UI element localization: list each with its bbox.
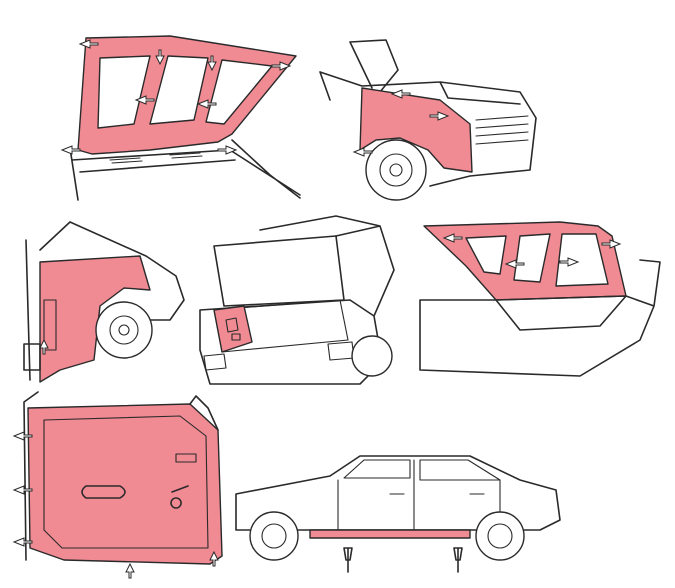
trunk-side-treated-area [213,305,253,353]
lid-window-3 [555,233,609,287]
hood-window-3 [205,59,273,125]
hood-underside-panel [60,35,301,201]
window-frame [189,395,219,431]
window-crank [170,485,189,509]
door-inner-edge [43,415,209,549]
spray-arrows-hood [60,39,292,155]
front-wheel [365,139,427,201]
grille [475,115,529,145]
door-latch [175,453,197,463]
trunk-lid-panel [419,221,661,377]
raised-hood [349,39,399,93]
spray-nozzles [343,547,463,573]
side-windows [343,459,501,481]
trunk-body [419,259,661,377]
tail-light [43,299,57,351]
door-treated-area [27,403,223,565]
rear-sill-wheel [475,511,525,561]
front-sill-wheel [249,511,299,561]
rear-quarter-panel [23,221,185,383]
lid-window-1 [465,235,507,275]
body-outline [319,71,537,187]
trunk-lid [213,235,345,307]
front-fender-panel [319,39,537,201]
fender-treated-area [359,87,473,173]
hood-window-1 [97,55,151,129]
door-lines [337,459,501,531]
trunk-side-panel [199,215,395,385]
front-wheel-hub [379,153,413,187]
spray-arrows-lid [442,233,622,269]
hood-window-2 [149,55,209,125]
b-pillar [23,391,39,561]
spray-arrows-quarter [39,338,49,355]
quarter-treated-area [39,255,151,383]
sill-treated-area [309,529,471,539]
door-pull-handle [81,485,126,499]
body-outline [25,221,185,381]
rear-wheel [95,301,153,359]
door-inner-panel [12,391,223,579]
spray-arrows-fender [352,89,450,157]
rocker-sill-panel [235,455,561,573]
hood-vent [109,152,203,164]
spray-arrows-door [12,431,219,579]
bumper [23,343,41,371]
trunk-wheel [351,335,393,377]
